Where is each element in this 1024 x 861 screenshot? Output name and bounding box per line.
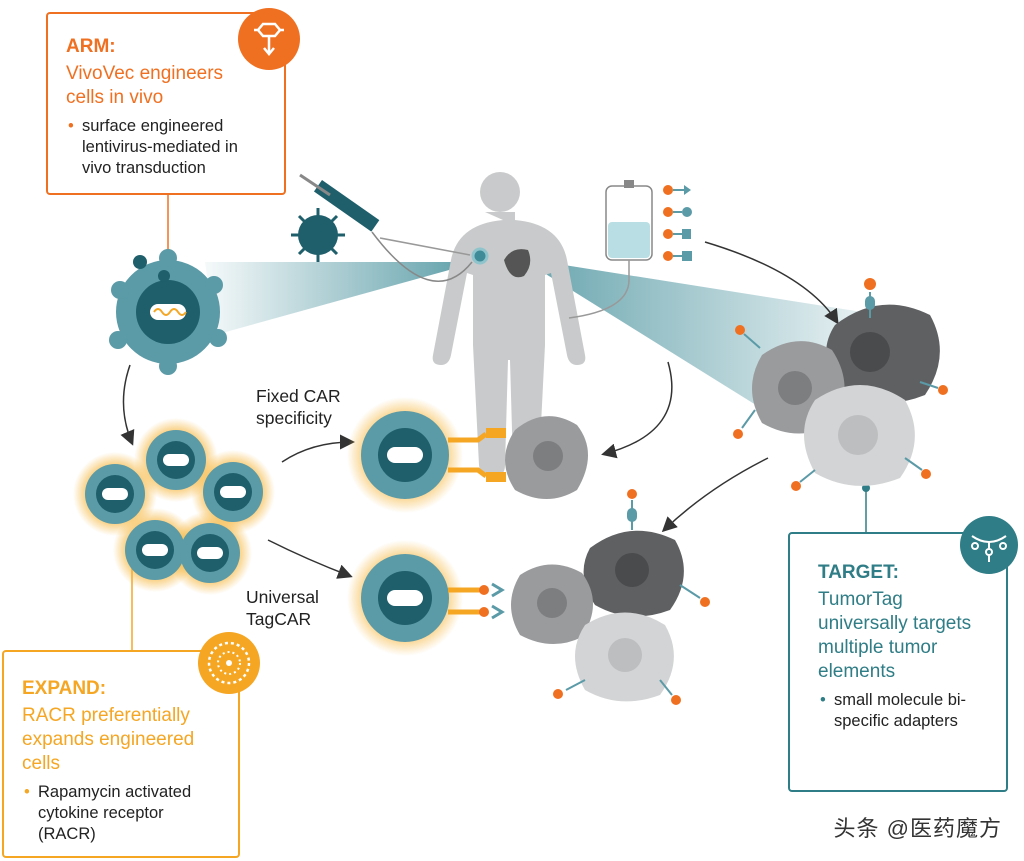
expansion-burst-icon bbox=[198, 632, 260, 694]
expanded-t-cell-cluster bbox=[73, 418, 275, 595]
target-bullet: small molecule bi-specific adapters bbox=[818, 690, 994, 732]
syringe-icon bbox=[299, 173, 473, 282]
tumor-cluster-target bbox=[733, 278, 948, 491]
target-title: TARGET bbox=[818, 562, 893, 583]
arm-subtitle: VivoVec engineers cells in vivo bbox=[66, 63, 224, 108]
virus-icon bbox=[291, 208, 345, 262]
arrow-body-to-fixed bbox=[601, 361, 673, 459]
iv-bag-icon bbox=[568, 180, 653, 319]
transduction-beam-left bbox=[205, 262, 478, 335]
expand-bullet: Rapamycin activated cytokine receptor (R… bbox=[22, 782, 224, 845]
expand-subtitle: RACR preferentially expands engineered c… bbox=[22, 705, 195, 774]
label-universal-tagcar: Universal TagCAR bbox=[246, 587, 319, 629]
human-body-icon bbox=[432, 172, 586, 477]
tumor-in-body-icon bbox=[504, 249, 531, 278]
tumor-cluster-universal bbox=[511, 489, 710, 705]
expand-title: EXPAND bbox=[22, 678, 100, 699]
arrow-to-universal bbox=[267, 539, 353, 579]
watermark: 头条 @医药魔方 bbox=[833, 816, 1002, 841]
tumortag-adapter-icon bbox=[960, 516, 1018, 574]
lentivirus-icon bbox=[238, 8, 300, 70]
arrow-target-to-universal bbox=[661, 457, 769, 533]
expand-callout: EXPAND: RACR preferentially expands engi… bbox=[2, 650, 240, 858]
target-subtitle: TumorTag universally targets multiple tu… bbox=[818, 589, 972, 682]
arm-bullet: surface engineered lentivirus-mediated i… bbox=[66, 116, 266, 179]
universal-tagcar-t-cell bbox=[347, 540, 505, 656]
engineered-t-cell-arm bbox=[109, 249, 227, 375]
arrow-bag-to-target bbox=[704, 241, 839, 325]
injection-site-icon bbox=[471, 247, 489, 265]
label-fixed-car: Fixed CAR specificity bbox=[256, 386, 341, 428]
fixed-car-t-cell bbox=[347, 397, 506, 513]
arm-title: ARM bbox=[66, 36, 110, 57]
tumortag-adapters-icon bbox=[663, 185, 692, 261]
arrow-to-fixed bbox=[281, 434, 355, 463]
target-callout: TARGET: TumorTag universally targets mul… bbox=[788, 532, 1008, 792]
arrow-arm-to-expand bbox=[120, 364, 135, 446]
